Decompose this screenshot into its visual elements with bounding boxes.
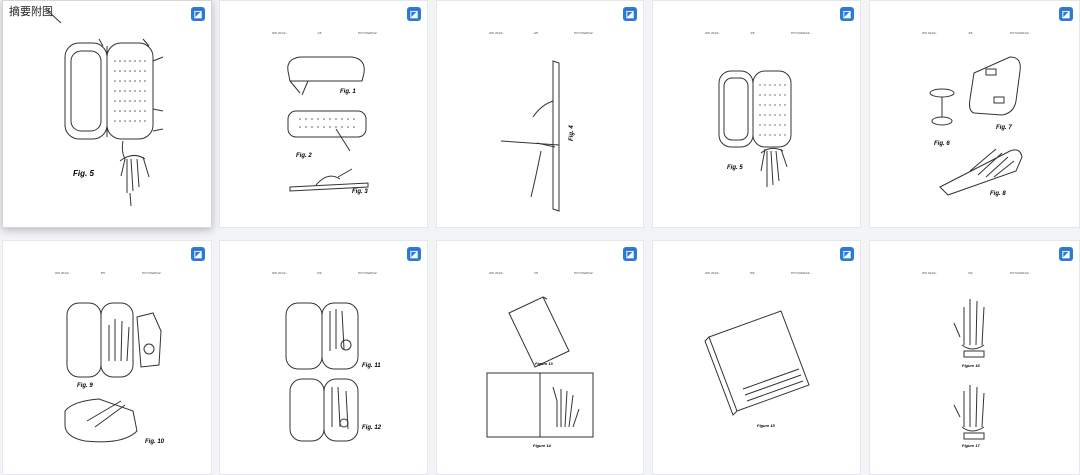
figure-caption: Figure 17 [962, 443, 981, 448]
zoom-badge-icon[interactable]: ◪ [623, 247, 637, 261]
zoom-badge-icon[interactable]: ◪ [191, 247, 205, 261]
figure13-14-sketch: Figure 13 Figure 14 [486, 296, 594, 448]
zoom-badge-icon[interactable]: ◪ [191, 7, 205, 21]
figure-caption: Figure 13 [535, 361, 554, 366]
figure15-sketch: Figure 15 [704, 310, 810, 428]
zoom-badge-icon[interactable]: ◪ [840, 247, 854, 261]
figure-caption: Fig. 9 [77, 383, 93, 389]
figure-caption: Fig. 5 [727, 165, 743, 171]
fig5-sketch: Fig. 5 [718, 70, 792, 187]
figure-caption: Fig. 5 [73, 169, 94, 178]
zoom-badge-icon[interactable]: ◪ [1059, 7, 1073, 21]
abstract-drawing-label: 摘要附图 [9, 5, 53, 18]
figure-caption: Fig. 2 [296, 153, 312, 159]
figure-caption: Figure 15 [757, 423, 776, 428]
zoom-badge-icon[interactable]: ◪ [1059, 247, 1073, 261]
fig9-10-sketch: Fig. 9 Fig. 10 [64, 302, 165, 445]
figure-caption: Fig. 7 [996, 125, 1012, 131]
figure-caption: Fig. 1 [340, 89, 356, 95]
figure-caption: Fig. 4 [569, 125, 575, 141]
figure-caption: Fig. 3 [352, 189, 368, 195]
fig6-8-sketch: Fig. 6 Fig. 7 Fig. 8 [929, 56, 1023, 197]
zoom-badge-icon[interactable]: ◪ [623, 7, 637, 21]
zoom-badge-icon[interactable]: ◪ [407, 247, 421, 261]
figure-caption: Fig. 8 [990, 191, 1006, 197]
fig1-3-sketch: Fig. 1 Fig. 2 Fig. 3 [287, 56, 369, 195]
figure-caption: Figure 14 [533, 443, 552, 448]
figure-caption: Fig. 10 [145, 439, 165, 445]
zoom-badge-icon[interactable]: ◪ [840, 7, 854, 21]
figure-caption: Fig. 11 [362, 363, 381, 369]
fig5-sketch: Fig. 5 [47, 10, 164, 207]
fig4-sketch: Fig. 4 [500, 60, 575, 212]
figure-caption: Figure 16 [962, 363, 981, 368]
drawing-thumbnail-abstract[interactable]: 摘要附图 ◪ [2, 0, 212, 228]
figure16-17-sketch: Figure 16 Figure 17 [953, 299, 985, 448]
fig11-12-sketch: Fig. 11 Fig. 12 [285, 302, 382, 442]
zoom-badge-icon[interactable]: ◪ [407, 7, 421, 21]
figure-caption: Fig. 6 [934, 141, 950, 147]
figure-caption: Fig. 12 [362, 425, 382, 431]
